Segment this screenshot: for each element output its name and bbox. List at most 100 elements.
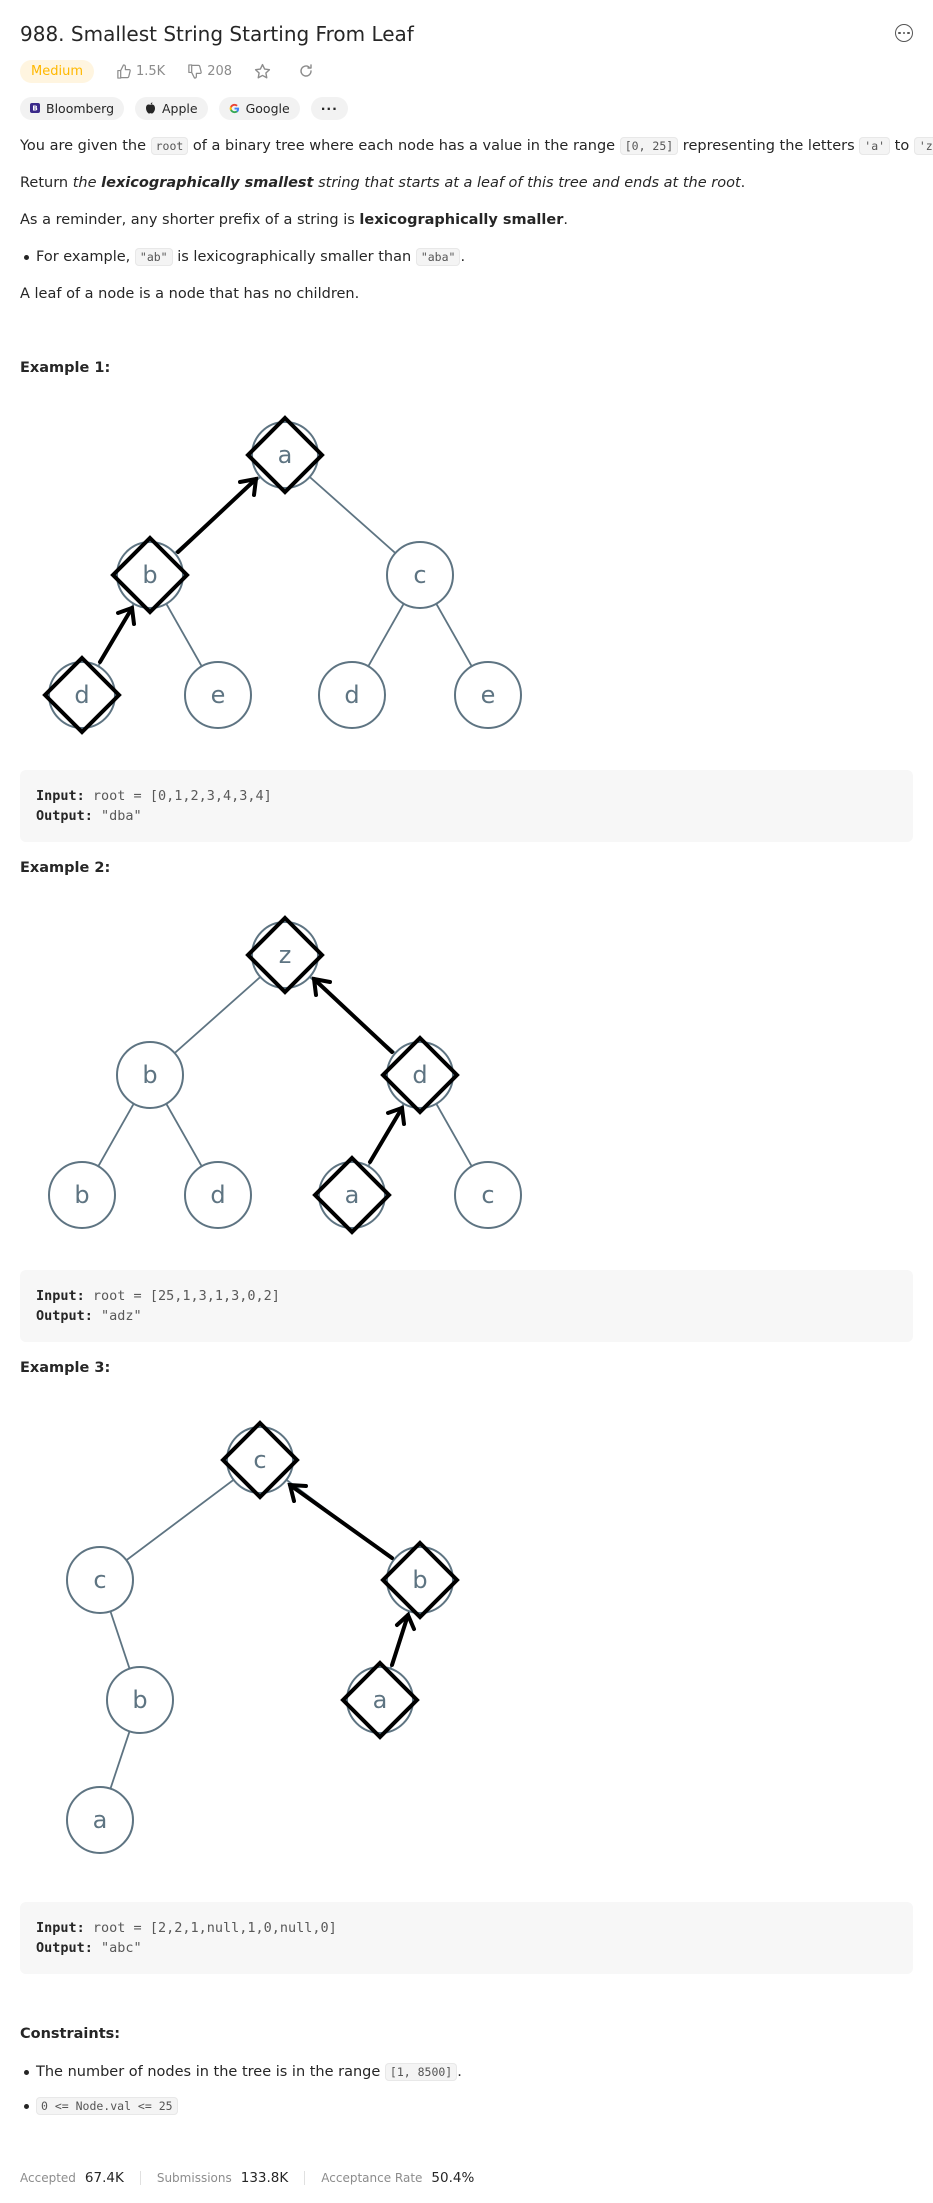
apple-icon	[145, 102, 156, 114]
company-tags: B Bloomberg Apple Google ···	[20, 95, 359, 121]
text: .	[457, 2064, 462, 2080]
node-label: a	[345, 1181, 360, 1209]
text: string that starts at a leaf of this tre…	[313, 175, 741, 191]
node-label: a	[373, 1686, 388, 1714]
path-diamond-marker	[340, 1660, 420, 1740]
path-diamond-marker	[220, 1420, 300, 1500]
path-diamond-marker	[380, 1540, 460, 1620]
node-label: b	[132, 1686, 147, 1714]
input-value: root = [2,2,1,null,1,0,null,0]	[92, 1920, 337, 1936]
text: Return	[20, 175, 73, 191]
node-label: e	[211, 681, 226, 709]
difficulty-badge: Medium	[20, 59, 94, 83]
input-label: Input:	[36, 788, 85, 804]
tree-node	[454, 1161, 522, 1229]
company-tag-apple[interactable]: Apple	[135, 96, 208, 120]
example-1-tree-diagram: a b c d e d e	[42, 415, 522, 735]
more-tags-button[interactable]: ···	[310, 96, 348, 120]
likes-count: 1.5K	[135, 63, 166, 79]
description-paragraph-2: Return the lexicographically smallest st…	[20, 173, 745, 193]
node-label: c	[481, 1181, 494, 1209]
inline-code: "aba"	[415, 248, 461, 266]
text: You are given the	[20, 138, 151, 154]
tree-node	[184, 661, 252, 729]
tree-node	[318, 661, 386, 729]
title-row: 988. Smallest String Starting From Leaf	[20, 20, 913, 48]
node-label: d	[210, 1181, 225, 1209]
problem-title: 988. Smallest String Starting From Leaf	[20, 22, 414, 46]
share-icon	[300, 64, 312, 77]
submissions-stat: Submissions 133.8K	[157, 2170, 288, 2186]
description-bullet: For example, "ab" is lexicographically s…	[20, 247, 465, 267]
company-name: Google	[245, 100, 290, 116]
path-arrow	[98, 605, 136, 664]
example-3-heading: Example 3:	[20, 1360, 111, 1376]
example-2-code: Input: root = [25,1,3,1,3,0,2] Output: "…	[20, 1270, 913, 1342]
output-value: "dba"	[101, 808, 142, 824]
node-label: c	[93, 1566, 106, 1594]
svg-text:B: B	[32, 105, 37, 113]
tree-node	[116, 541, 184, 609]
node-label: c	[413, 561, 426, 589]
output-value: "abc"	[101, 1940, 142, 1956]
favorite-button[interactable]	[254, 63, 276, 80]
path-diamond-marker	[245, 915, 325, 995]
inline-code: 0 <= Node.val <= 25	[36, 2097, 178, 2115]
stat-value: 50.4%	[431, 2170, 475, 2186]
company-tag-bloomberg[interactable]: B Bloomberg	[20, 96, 124, 120]
google-icon	[229, 103, 240, 114]
text: of a binary tree where each node has a v…	[188, 138, 620, 154]
thumbs-down-icon	[188, 63, 202, 79]
description-paragraph-4: A leaf of a node is a node that has no c…	[20, 286, 360, 302]
inline-code: [1, 8500]	[384, 2063, 458, 2081]
share-button[interactable]	[298, 63, 319, 79]
tree-node	[66, 1786, 134, 1854]
path-diamond-marker	[380, 1035, 460, 1115]
tree-node	[48, 1161, 116, 1229]
node-label: d	[344, 681, 359, 709]
node-label: b	[142, 561, 157, 589]
meta-row: Medium 1.5K 208	[20, 58, 319, 84]
dislike-button[interactable]: 208	[187, 64, 232, 79]
input-label: Input:	[36, 1288, 85, 1304]
description-paragraph-3: As a reminder, any shorter prefix of a s…	[20, 210, 568, 230]
stat-value: 67.4K	[84, 2170, 124, 2186]
path-diamond-marker	[42, 655, 122, 735]
tree-node	[318, 1161, 386, 1229]
inline-code: root	[150, 137, 189, 155]
node-label: a	[278, 441, 293, 469]
tree-node	[184, 1161, 252, 1229]
like-button[interactable]: 1.5K	[116, 64, 165, 79]
company-tag-google[interactable]: Google	[218, 96, 300, 120]
text: lexicographically smallest	[101, 175, 314, 191]
more-icon[interactable]	[895, 24, 913, 42]
node-label: b	[412, 1566, 427, 1594]
tree-node	[386, 1546, 454, 1614]
text: the	[72, 175, 102, 191]
node-label: d	[74, 681, 89, 709]
tree-node	[48, 661, 116, 729]
stat-label: Accepted	[20, 2171, 76, 2185]
output-label: Output:	[36, 1308, 93, 1324]
submission-stats: Accepted 67.4K Submissions 133.8K Accept…	[20, 2170, 474, 2186]
node-label: e	[481, 681, 496, 709]
example-3-code: Input: root = [2,2,1,null,1,0,null,0] Ou…	[20, 1902, 913, 1974]
input-value: root = [25,1,3,1,3,0,2]	[92, 1288, 280, 1304]
tree-node	[106, 1666, 174, 1734]
inline-code: 'z'	[913, 137, 933, 155]
dislikes-count: 208	[207, 63, 233, 79]
output-value: "adz"	[101, 1308, 142, 1324]
path-arrow	[176, 476, 259, 554]
stat-label: Submissions	[156, 2171, 232, 2185]
tree-node	[226, 1426, 294, 1494]
text: is lexicographically smaller than	[172, 249, 416, 265]
tree-node	[346, 1666, 414, 1734]
text: lexicographically smaller	[359, 212, 564, 228]
tree-node	[386, 1041, 454, 1109]
path-arrow	[390, 1611, 416, 1667]
divider	[304, 2171, 306, 2185]
text: .	[740, 175, 746, 191]
tree-node	[454, 661, 522, 729]
tree-node	[116, 1041, 184, 1109]
text: to	[890, 138, 914, 154]
